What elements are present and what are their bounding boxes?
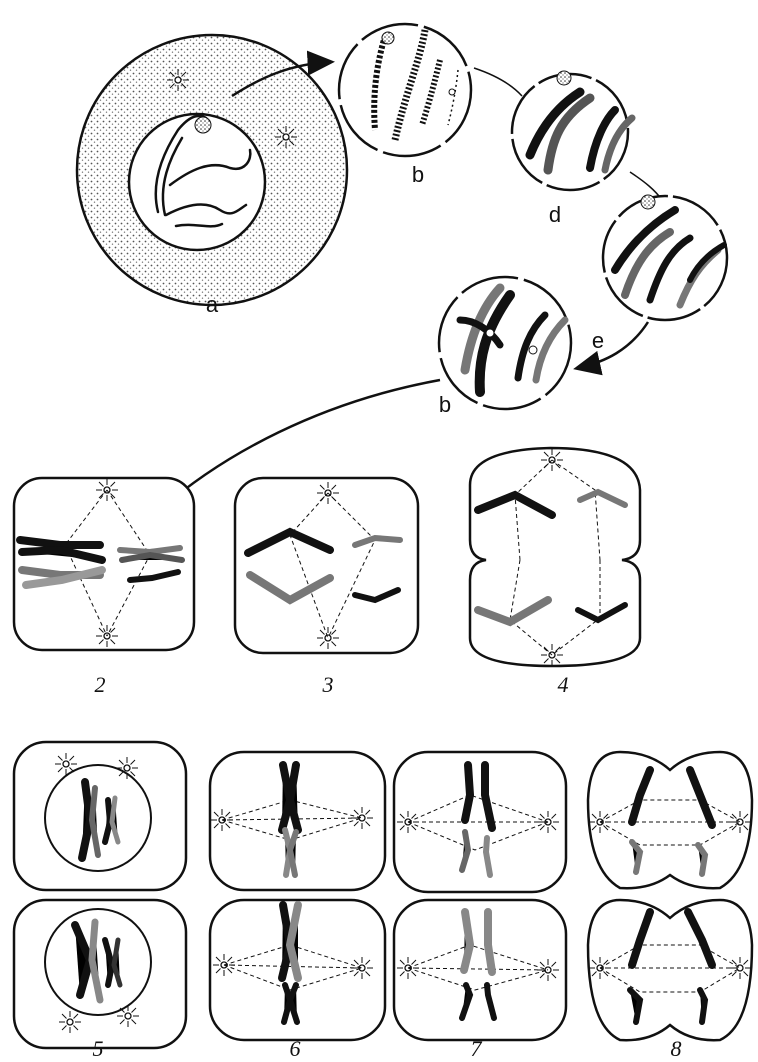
label-b-lower: b [439, 392, 451, 417]
panel-6-cells: 6 [210, 752, 385, 1061]
centrosome-icon [59, 1011, 81, 1033]
centrosome-icon [55, 753, 77, 775]
panel-4-cell: 4 [470, 448, 640, 697]
panel-number-7: 7 [471, 1036, 483, 1061]
pole-aster-icon [729, 811, 751, 833]
panel-number-3: 3 [322, 672, 334, 697]
panel-3-cell: 3 [235, 478, 418, 697]
panel-2-cell: 2 [14, 478, 194, 697]
label-e: e [592, 328, 604, 353]
centrosome-icon [167, 69, 189, 91]
stage-diakinesis-nucleus [439, 277, 571, 409]
label-a: a [206, 292, 219, 317]
pole-aster-icon [351, 957, 373, 979]
pole-aster-icon [729, 957, 751, 979]
panel-number-5: 5 [93, 1036, 104, 1061]
panel-number-2: 2 [95, 672, 106, 697]
panel-7-cells: 7 [394, 752, 566, 1061]
label-d: d [549, 202, 561, 227]
centrosome-icon [116, 757, 138, 779]
panel-8-cells: 8 [588, 752, 752, 1061]
panel-number-8: 8 [671, 1036, 682, 1061]
stage-a-cell: a [77, 35, 347, 317]
sequence-arc [474, 68, 522, 96]
stage-b-nucleus: b [339, 24, 471, 187]
panel-number-4: 4 [558, 672, 569, 697]
panel-number-6: 6 [290, 1036, 301, 1061]
panel-5-cells: 5 [14, 742, 186, 1061]
stage-diplotene-nucleus [603, 195, 727, 320]
arrow-to-stage-e [578, 322, 648, 368]
label-b-top: b [412, 162, 424, 187]
centrosome-icon [275, 126, 297, 148]
stage-d-nucleus: d [512, 71, 632, 227]
centrosome-icon [117, 1005, 139, 1027]
nucleolus-icon [195, 117, 211, 133]
